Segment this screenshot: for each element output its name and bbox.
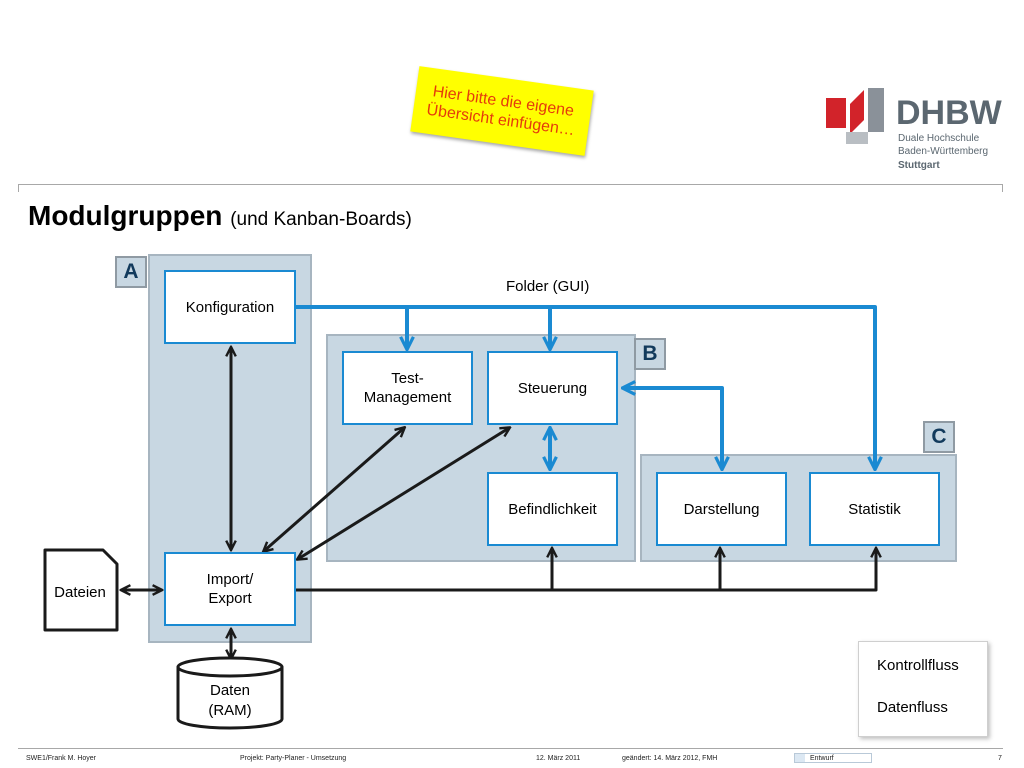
- footer-project: Projekt: Party-Planer - Umsetzung: [240, 755, 347, 762]
- legend-control-flow-label: Kontrollfluss: [877, 657, 959, 674]
- group-a-tag: A: [115, 256, 147, 288]
- header-divider-tick-left: [18, 184, 19, 192]
- header-divider: [18, 184, 1003, 185]
- logo-title: DHBW: [896, 94, 1002, 132]
- control-flow-steuerung-darstellung: [624, 388, 722, 468]
- data-flow-testmanagement-import: [264, 428, 404, 551]
- footer-date: 12. März 2011: [536, 755, 581, 762]
- footer-divider: [18, 748, 1003, 749]
- module-import-export: Import/ Export: [164, 552, 296, 626]
- module-darstellung: Darstellung: [656, 472, 787, 546]
- logo-line-2: Baden-Württemberg: [898, 146, 989, 157]
- footer-status-fill: [795, 754, 805, 762]
- group-b-tag: B: [634, 338, 666, 370]
- footer-status: Entwurf: [810, 755, 834, 762]
- footer-author: SWE1/Frank M. Hoyer: [26, 755, 97, 762]
- slide-title: Modulgruppen (und Kanban-Boards): [28, 200, 412, 232]
- logo-line-3: Stuttgart: [898, 160, 940, 171]
- connection-label-folder-gui: Folder (GUI): [506, 278, 590, 295]
- legend-box: [858, 641, 988, 737]
- logo-line-1: Duale Hochschule: [898, 133, 980, 144]
- module-statistik: Statistik: [809, 472, 940, 546]
- footer-page-number: 7: [998, 755, 1002, 762]
- header-divider-tick-right: [1002, 184, 1003, 192]
- legend-data-flow-label: Datenfluss: [877, 699, 948, 716]
- dateien-document-icon: [43, 548, 119, 632]
- slide-title-main: Modulgruppen: [28, 200, 223, 231]
- data-flow-lines: [122, 348, 876, 658]
- control-flow-lines: [296, 305, 875, 468]
- module-steuerung: Steuerung: [487, 351, 618, 425]
- control-flow-konfig-statistik: [296, 305, 875, 468]
- dateien-label: Dateien: [54, 584, 106, 601]
- footer-changed: geändert: 14. März 2012, FMH: [622, 755, 718, 762]
- data-flow-import-statistik: [296, 549, 876, 592]
- daten-database-icon: [176, 656, 284, 730]
- daten-label: Daten (RAM): [208, 682, 252, 719]
- data-flow-steuerung-import: [298, 428, 509, 559]
- group-c-tag: C: [923, 421, 955, 453]
- module-test-management: Test- Management: [342, 351, 473, 425]
- footer-status-box: [794, 753, 872, 763]
- module-befindlichkeit: Befindlichkeit: [487, 472, 618, 546]
- slide-title-subtitle: (und Kanban-Boards): [230, 209, 412, 230]
- dhbw-logo-icon: [826, 88, 884, 144]
- module-konfiguration: Konfiguration: [164, 270, 296, 344]
